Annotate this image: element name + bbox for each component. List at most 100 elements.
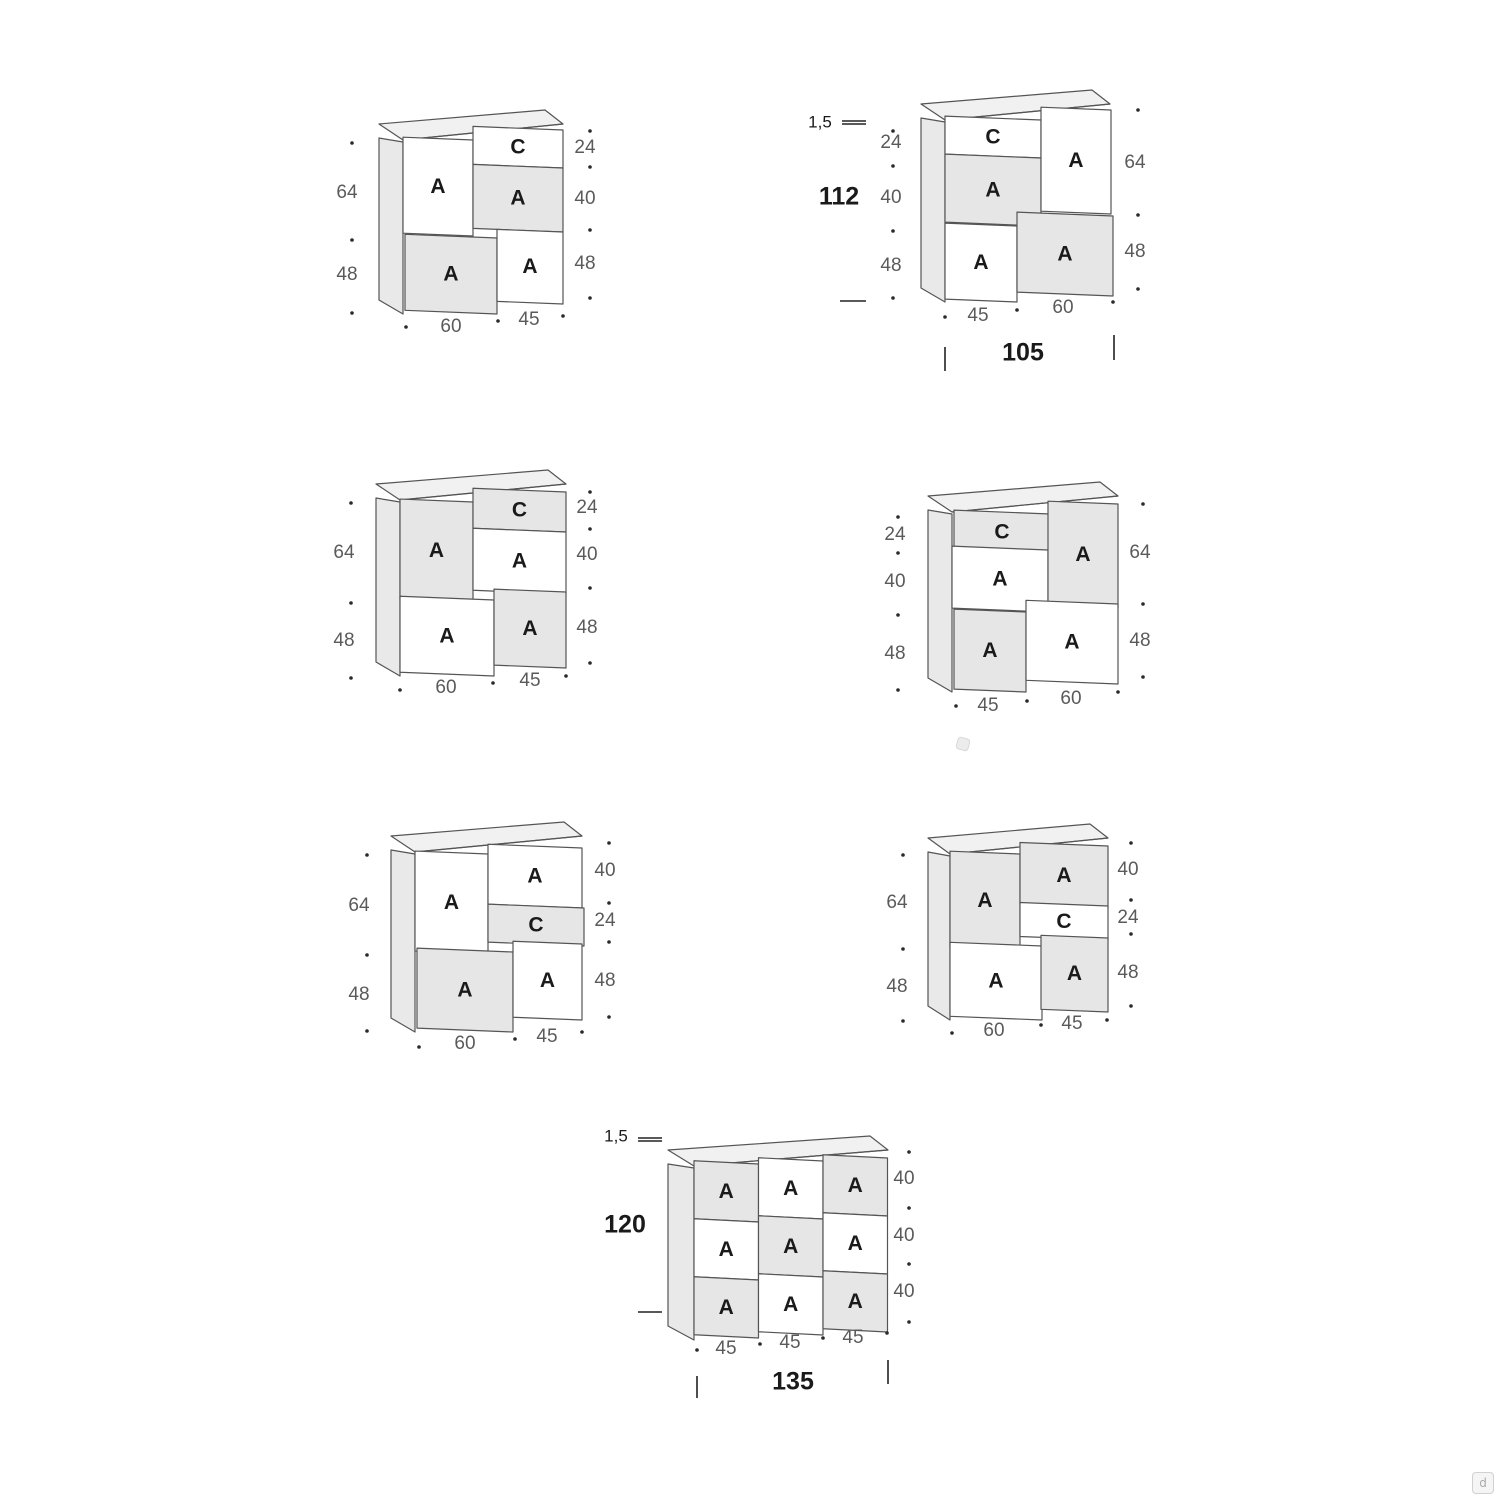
dimension-label: 60	[1060, 688, 1081, 709]
dimension-dot	[907, 1206, 911, 1210]
dimension-dot	[365, 853, 369, 857]
dimension-label: 60	[1052, 297, 1073, 318]
panel-label: A	[512, 550, 527, 573]
dimension-dot	[561, 314, 565, 318]
d-logo-icon: d	[1472, 1472, 1494, 1494]
door-panel	[949, 941, 1043, 1021]
dimension-dot	[417, 1045, 421, 1049]
dimension-dot	[1141, 502, 1145, 506]
dimension-dot	[607, 841, 611, 845]
top-front-edge	[951, 495, 1119, 513]
dimension-dot	[496, 319, 500, 323]
panel-label: A	[439, 625, 454, 648]
dimension-label: 24	[884, 524, 906, 545]
dimension-label: 40	[574, 188, 595, 209]
cabinet-side	[920, 117, 946, 303]
door-panel	[1040, 934, 1109, 1013]
door-panel	[493, 588, 567, 669]
panel-label: A	[444, 891, 459, 914]
panel-label: A	[1075, 543, 1090, 566]
panel-label: A	[443, 263, 458, 286]
dimension-dot	[365, 953, 369, 957]
dimension-dot	[891, 229, 895, 233]
dimension-label: 48	[594, 970, 615, 991]
door-panel	[487, 903, 585, 947]
dimension-dot	[349, 601, 353, 605]
panel-label: C	[510, 136, 525, 159]
panel-label: A	[783, 1177, 798, 1200]
door-panel	[1040, 106, 1112, 215]
door-panel	[757, 1273, 824, 1336]
top-front-edge	[414, 835, 583, 853]
dimension-dot	[901, 947, 905, 951]
dimension-dot	[1129, 932, 1133, 936]
dimension-label: 48	[348, 984, 369, 1005]
dimension-label: 48	[336, 264, 357, 285]
dimension-dot	[954, 704, 958, 708]
door-panel	[1016, 211, 1114, 297]
panel-label: C	[1056, 910, 1071, 933]
dimension-label: 64	[333, 542, 355, 563]
dimension-label: 45	[977, 695, 998, 716]
dimension-label: 45	[779, 1332, 800, 1353]
overall-height-label: 120	[604, 1211, 646, 1239]
dimension-label: 40	[893, 1168, 914, 1189]
dimension-label: 45	[518, 309, 539, 330]
dimension-dot	[1105, 1018, 1109, 1022]
panel-label: A	[430, 175, 445, 198]
dimension-dot	[896, 551, 900, 555]
dimension-dot	[607, 901, 611, 905]
cabinet-side	[390, 849, 416, 1033]
dimension-dot	[404, 325, 408, 329]
panel-label: C	[512, 499, 527, 522]
door-panel	[944, 222, 1018, 303]
cabinet-side	[375, 497, 401, 677]
door-panel	[693, 1276, 760, 1339]
dimension-dot	[365, 1029, 369, 1033]
panel-label: A	[1064, 631, 1079, 654]
panel-label: A	[1067, 962, 1082, 985]
panel-label: A	[977, 889, 992, 912]
panel-label: C	[994, 521, 1009, 544]
dimension-label: 24	[1117, 907, 1139, 928]
panel-label: A	[719, 1296, 734, 1319]
dimension-dot	[943, 315, 947, 319]
dimension-dot	[1129, 841, 1133, 845]
panel-label: A	[719, 1180, 734, 1203]
panel-label: C	[985, 126, 1000, 149]
dimension-dot	[821, 1336, 825, 1340]
panel-label: A	[848, 1290, 863, 1313]
dimension-dot	[588, 296, 592, 300]
dimension-label: 40	[893, 1281, 914, 1302]
dimension-label: 48	[884, 643, 905, 664]
dimension-label: 45	[1061, 1013, 1082, 1034]
dimension-label: 45	[715, 1338, 736, 1359]
cabinet-side	[667, 1163, 695, 1341]
door-panel	[1025, 599, 1119, 685]
dimension-dot	[1141, 602, 1145, 606]
overall-width-label: 135	[772, 1368, 814, 1396]
dimension-label: 45	[967, 305, 988, 326]
dimension-label: 60	[435, 677, 456, 698]
dimension-dot	[1039, 1023, 1043, 1027]
dimension-dot	[607, 1015, 611, 1019]
dimension-label: 48	[333, 630, 354, 651]
dimension-dot	[907, 1262, 911, 1266]
dimension-label: 40	[893, 1225, 914, 1246]
dimension-label: 48	[880, 255, 901, 276]
panel-label: A	[848, 1174, 863, 1197]
door-panel	[416, 947, 514, 1033]
dimension-dot	[1136, 108, 1140, 112]
dimension-dot	[588, 490, 592, 494]
dimension-dot	[564, 674, 568, 678]
panel-label: A	[429, 539, 444, 562]
dimension-dot	[1129, 898, 1133, 902]
dimension-label: 40	[880, 187, 901, 208]
dimension-dot	[398, 688, 402, 692]
dimension-label: 40	[576, 544, 597, 565]
dimension-dot	[349, 676, 353, 680]
